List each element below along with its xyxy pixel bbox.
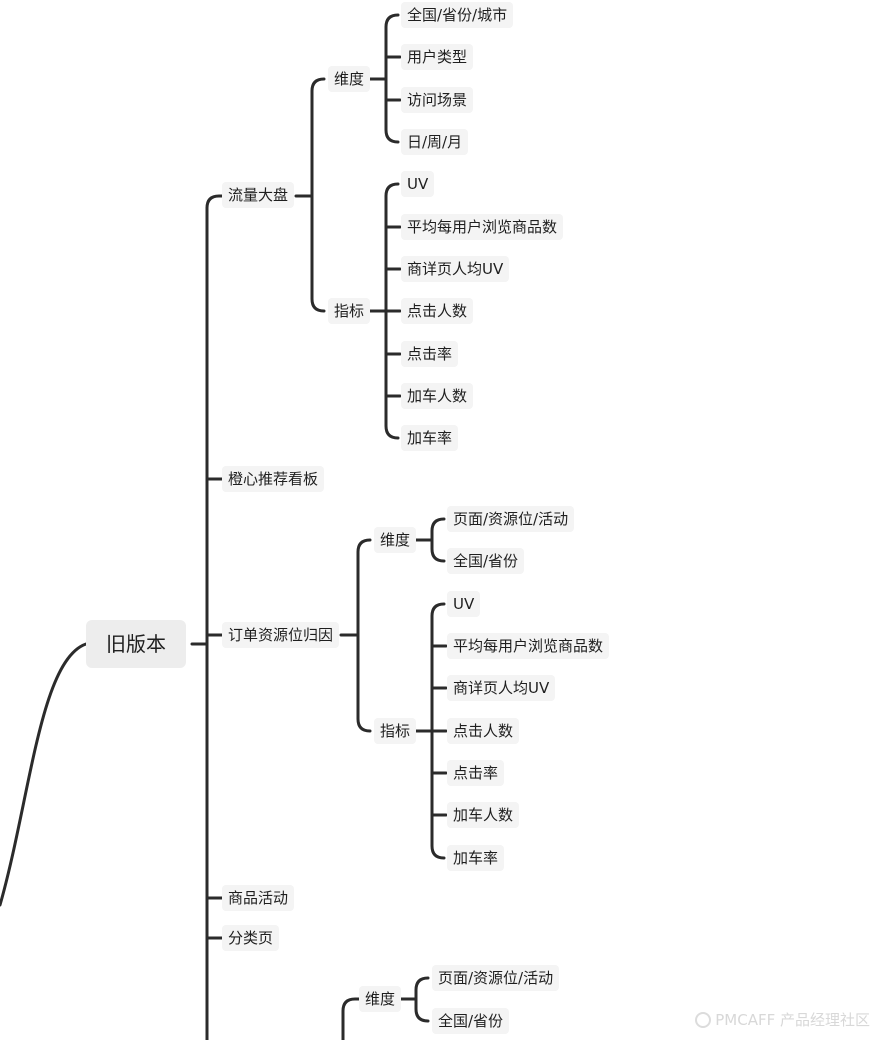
- watermark-text: PMCAFF 产品经理社区: [715, 1011, 870, 1029]
- leaf-item[interactable]: 页面/资源位/活动: [447, 506, 575, 532]
- last-branch-bracket: [341, 997, 361, 1040]
- branch-product-activity[interactable]: 商品活动: [222, 885, 295, 911]
- root-node[interactable]: 旧版本: [86, 620, 186, 668]
- group-dimension[interactable]: 维度: [359, 986, 402, 1012]
- leaf-item[interactable]: 全国/省份: [447, 548, 525, 574]
- order-dimension-bracket: [430, 517, 446, 563]
- leaf-item[interactable]: 日/周/月: [401, 129, 469, 155]
- group-dimension[interactable]: 维度: [328, 66, 371, 92]
- trunk-top-curve: [205, 194, 224, 210]
- leaf-item[interactable]: UV: [401, 171, 435, 197]
- leaf-item[interactable]: 全国/省份/城市: [401, 2, 514, 28]
- leaf-item[interactable]: 点击人数: [447, 718, 520, 744]
- order-groups-bracket: [356, 538, 372, 733]
- leaf-item[interactable]: 商详页人均UV: [401, 256, 510, 282]
- branch-order-attribution[interactable]: 订单资源位归因: [222, 622, 340, 648]
- group-dimension[interactable]: 维度: [374, 527, 417, 553]
- leaf-item[interactable]: 商详页人均UV: [447, 675, 556, 701]
- branch-category-page[interactable]: 分类页: [222, 925, 280, 951]
- pmcaff-logo-icon: [695, 1012, 712, 1028]
- leaf-item[interactable]: 点击人数: [401, 298, 474, 324]
- leaf-item[interactable]: 访问场景: [401, 87, 474, 113]
- leaf-item[interactable]: 加车人数: [447, 802, 520, 828]
- leaf-item[interactable]: 平均每用户浏览商品数: [401, 214, 564, 240]
- group-metrics[interactable]: 指标: [374, 718, 417, 744]
- leaf-item[interactable]: 点击率: [447, 760, 505, 786]
- traffic-dimension-bracket: [384, 13, 400, 144]
- watermark: PMCAFF 产品经理社区: [695, 1009, 870, 1030]
- branch-recommend-board[interactable]: 橙心推荐看板: [222, 466, 325, 492]
- leaf-item[interactable]: 加车率: [447, 845, 505, 871]
- leaf-item[interactable]: UV: [447, 591, 481, 617]
- leaf-item[interactable]: 页面/资源位/活动: [432, 965, 560, 991]
- leaf-item[interactable]: 加车率: [401, 425, 459, 451]
- group-metrics[interactable]: 指标: [328, 298, 371, 324]
- leaf-item[interactable]: 用户类型: [401, 44, 474, 70]
- root-incoming-connector: [0, 642, 88, 907]
- leaf-item[interactable]: 点击率: [401, 341, 459, 367]
- branch-traffic-overview[interactable]: 流量大盘: [222, 182, 295, 208]
- traffic-groups-bracket: [310, 77, 326, 313]
- leaf-item[interactable]: 全国/省份: [432, 1008, 510, 1034]
- leaf-item[interactable]: 加车人数: [401, 383, 474, 409]
- leaf-item[interactable]: 平均每用户浏览商品数: [447, 633, 610, 659]
- last-dimension-bracket: [414, 976, 430, 1023]
